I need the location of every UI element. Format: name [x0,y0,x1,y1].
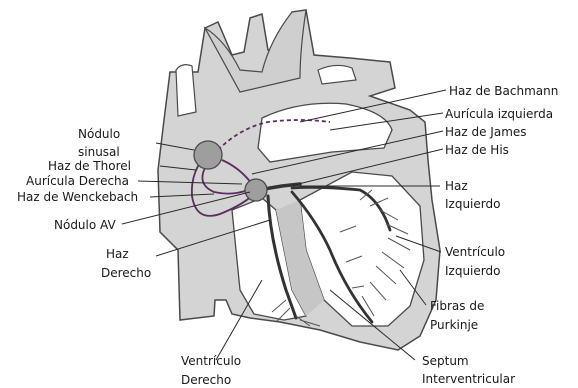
atrioventricular-node [245,179,267,201]
label-haz-derecho-1: Haz [106,247,129,261]
label-james: Haz de James [445,125,527,139]
vessel-cutout-left [176,65,196,116]
sinoatrial-node [194,141,222,169]
label-bachmann: Haz de Bachmann [449,84,558,98]
label-ventriculo-izquierdo-2: Izquierdo [445,264,500,278]
label-his: Haz de His [445,143,509,157]
label-wenckebach: Haz de Wenckebach [17,190,138,204]
label-ventriculo-derecho-1: Ventrículo [181,354,241,368]
label-nodulo-av: Nódulo AV [54,218,116,232]
label-fibras-1: Fibras de [430,299,484,313]
label-haz-izquierdo-2: Izquierdo [445,197,500,211]
label-septum-2: Interventricular [422,372,515,386]
heart-illustration [158,10,440,350]
label-auricula-derecha: Aurícula Derecha [26,174,129,188]
label-ventriculo-derecho-2: Derecho [181,373,231,387]
label-nodulo-sinusal-2: sinusal [78,145,120,159]
vessel-cutout-right [318,65,356,84]
label-fibras-2: Purkinje [430,318,478,332]
label-haz-izquierdo-1: Haz [445,179,468,193]
label-haz-derecho-2: Derecho [101,266,151,280]
label-ventriculo-izquierdo-1: Ventrículo [445,245,505,259]
label-auricula-izquierda: Aurícula izquierda [445,107,553,121]
label-septum-1: Septum [422,354,469,368]
label-thorel: Haz de Thorel [48,159,131,173]
label-nodulo-sinusal-1: Nódulo [78,127,120,141]
